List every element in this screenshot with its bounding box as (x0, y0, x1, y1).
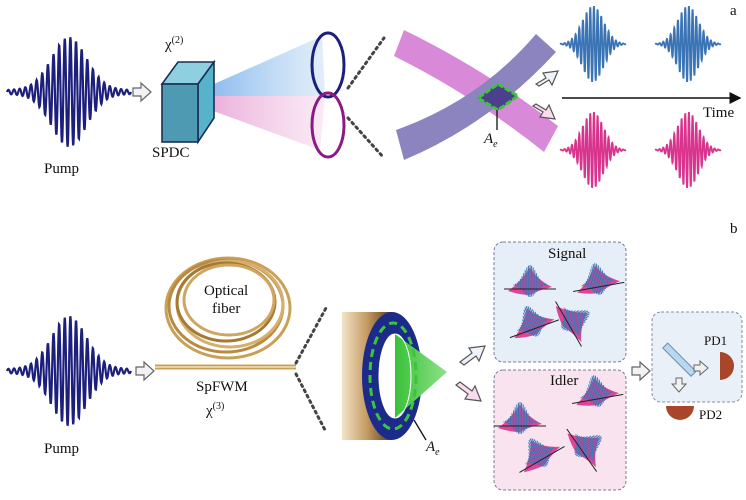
zoom-line-top-b (294, 306, 328, 365)
signal-wavepackets (504, 263, 625, 347)
pd2-label: PD2 (699, 407, 723, 422)
arrow-to-signal-b (459, 345, 486, 366)
pd1-detector (720, 352, 734, 380)
chi3-label: χ(3) (206, 401, 225, 419)
idler-packet-1 (494, 402, 546, 434)
optical-fiber-coil (155, 256, 296, 370)
time-axis-label: Time (703, 105, 735, 121)
signal-photon-1 (559, 6, 627, 82)
idler-packet-4 (566, 428, 603, 472)
pump-label-a: Pump (44, 161, 80, 177)
pump-pulse-a (5, 37, 133, 147)
beam-splitter (662, 342, 697, 377)
idler-label: Idler (550, 373, 579, 389)
arrow-to-idler-a (531, 103, 556, 120)
idler-packet-2 (572, 375, 624, 407)
area-pointer-b (413, 419, 427, 441)
zoom-line-top-a (346, 36, 386, 90)
pd2-detector (666, 406, 694, 420)
zoom-line-bottom-a (346, 116, 386, 160)
arrow-to-pd1 (693, 359, 709, 377)
signal-ring-a (310, 31, 346, 99)
purple-beam-band (396, 34, 556, 160)
overlap-region-a (475, 82, 521, 112)
signal-packet-3 (509, 306, 559, 339)
pump-waveform-a (5, 37, 133, 147)
pump-waveform-b (5, 316, 133, 426)
spdc-label: SPDC (152, 145, 190, 161)
zoom-line-bottom-b (294, 372, 328, 434)
area-label-b: Ae (426, 439, 440, 458)
idler-packet-3 (519, 438, 565, 473)
arrow-to-signal-a (534, 70, 559, 87)
panel-a-letter: a (730, 3, 737, 19)
arrow-pump-to-fiber-b (135, 360, 155, 382)
photon-pulses-a (559, 6, 722, 188)
area-label-a: Ae (484, 131, 498, 150)
signal-packet-1 (504, 265, 556, 297)
signal-packet-2 (573, 263, 625, 295)
idler-photon-2 (654, 112, 722, 188)
panel-b-letter: b (730, 221, 738, 237)
arrow-to-detectors (631, 360, 651, 382)
signal-packet-4 (555, 301, 590, 347)
pump-pulse-b (5, 316, 133, 426)
arrow-pump-to-crystal-a (132, 81, 152, 103)
fiber-end-face (342, 312, 447, 440)
idler-wavepackets (494, 375, 624, 473)
idler-photon-1 (559, 112, 627, 188)
signal-photon-2 (654, 6, 722, 82)
idler-ring-a (310, 91, 346, 159)
overlap-region-b (368, 321, 418, 431)
signal-label: Signal (548, 246, 587, 262)
fiber-label-line2: fiber (212, 301, 241, 317)
chi2-label: χ(2) (165, 35, 184, 53)
spfwm-label: SpFWM (196, 379, 248, 395)
detector-box (651, 311, 743, 403)
signal-cone-a (205, 36, 325, 96)
idler-cone-a (205, 96, 325, 150)
pd1-label: PD1 (704, 333, 728, 348)
spdc-crystal (160, 59, 216, 145)
green-light-cone (395, 334, 447, 418)
pump-label-b: Pump (44, 441, 80, 457)
fiber-label-line1: Optical (204, 283, 249, 299)
arrow-to-idler-b (455, 381, 482, 402)
arrow-to-pd2 (670, 377, 688, 393)
